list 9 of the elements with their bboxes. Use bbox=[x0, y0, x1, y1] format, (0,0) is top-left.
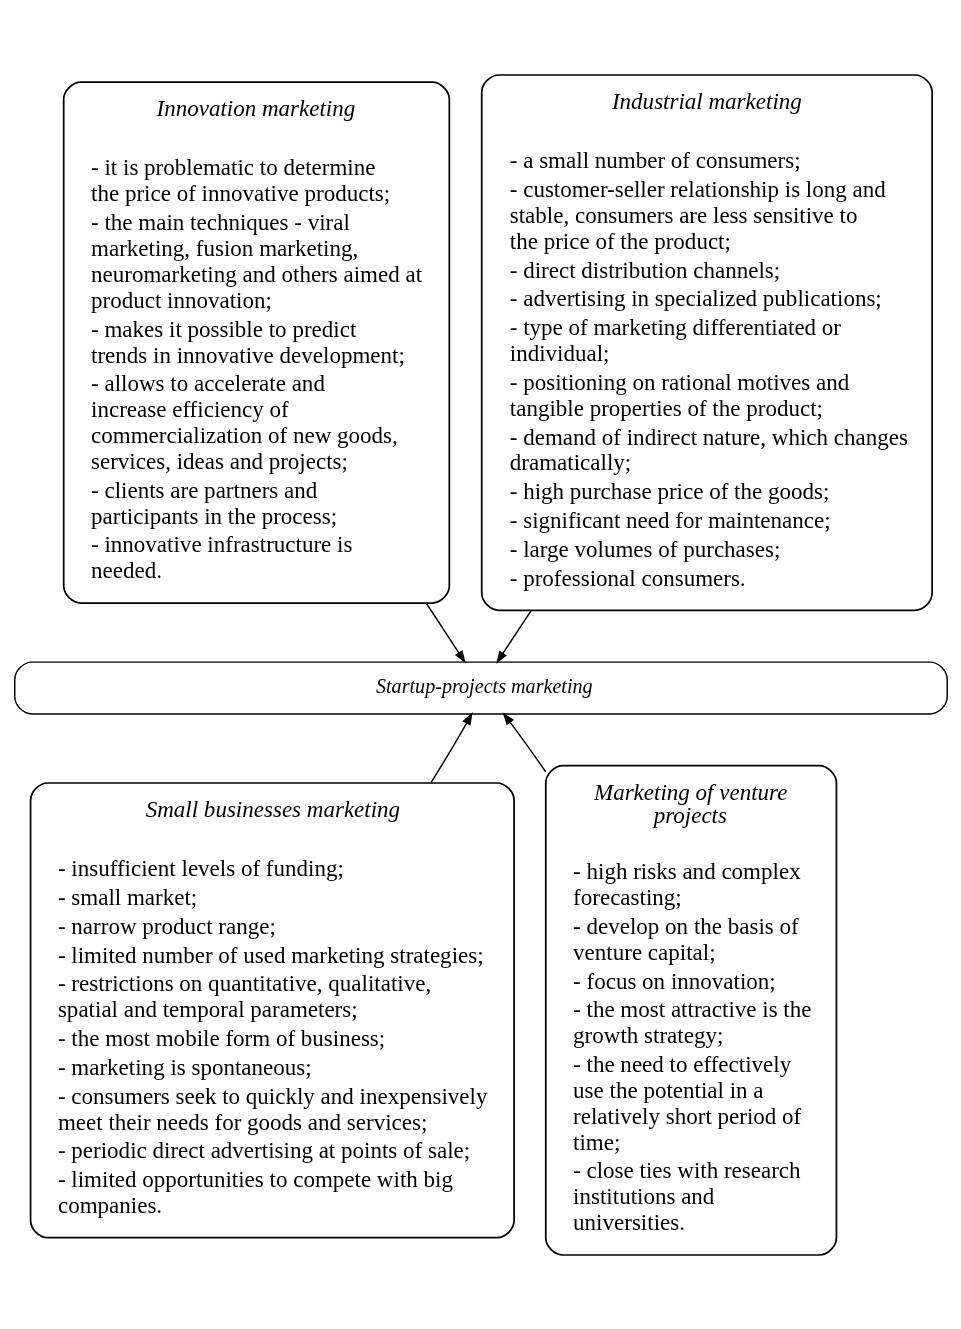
node-box: Marketing of venture projects - high risks and complex forecasting; - develop on the basis of venture capital; - focus on innovation; - the most attractive is the growth strategy; - the need to effectively use the potential in a relatively short period of time; - close ties with research institutions and universities. bbox=[544, 764, 837, 1256]
arrow bbox=[495, 609, 532, 664]
arrow bbox=[425, 602, 466, 663]
node-box: Industrial marketing - a small number of consumers; - customer-seller relationship is long and stable, consumers are less sensitive to the price of the product; - direct distribution channels; - advertising in specialized publications; - type of marketing differentiated or individual; - positioning on rational motives and tangible properties of the product; - demand of indirect nature, which changes dramatically; - high purchase price of the goods; - significant need for maintenance; - large volumes of purchases; - professional consumers. bbox=[480, 73, 933, 611]
node-box: Innovation marketing - it is problematic to determine the price of innovative products; - the main techniques - viral marketing, fusion marketing, neuromarketing and others aimed at product innovation; - makes it possible to predict trends in innovative development; - allows to accelerate and increase efficiency of commercialization of new goods, services, ideas and projects; - clients are partners and participants in the process; - innovative infrastructure is needed. bbox=[62, 80, 450, 604]
node-box: Small businesses marketing - insufficient levels of funding; - small market; - narrow product range; - limited number of used marketing strategies; - restrictions on quantitative, qualitative, spatial and temporal parameters; - the most mobile form of business; - marketing is spontaneous; - consumers seek to quickly and inexpensively meet their needs for goods and services; - periodic direct advertising at points of sale; - limited opportunities to compete with big companies. bbox=[29, 781, 515, 1239]
arrow bbox=[429, 711, 473, 784]
arrow bbox=[502, 711, 546, 772]
node-box: Startup-projects marketing bbox=[13, 660, 948, 715]
